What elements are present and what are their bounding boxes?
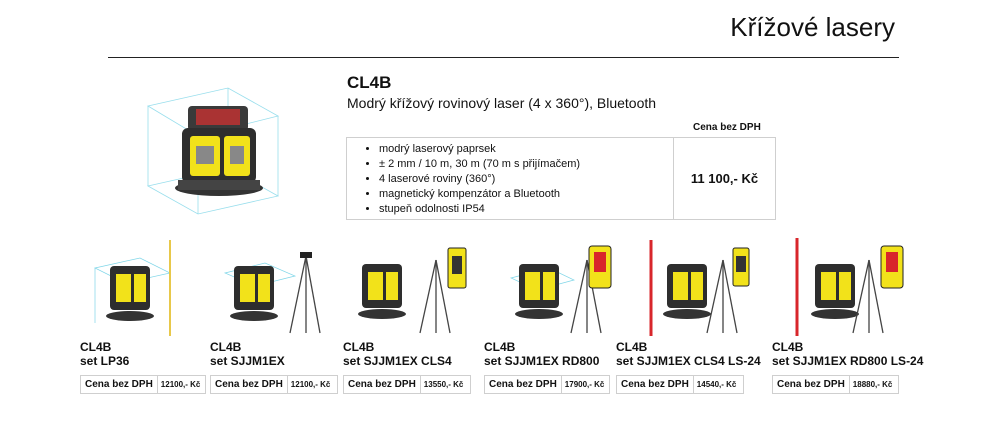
set-price-box: Cena bez DPH 14540,- Kč: [616, 375, 744, 394]
laser-set-image: [358, 247, 467, 334]
feature-item: magnetický kompenzátor a Bluetooth: [379, 187, 673, 202]
product-name: CL4B: [347, 73, 392, 92]
title-divider: [108, 57, 899, 58]
set-price-label: Cena bez DPH: [211, 376, 288, 393]
set-name: set SJJM1EX CLS4 LS-24: [616, 354, 761, 368]
page-title: Křížové lasery: [730, 12, 895, 42]
laser-set-image: [223, 252, 321, 334]
set-price-box: Cena bez DPH 12100,- Kč: [80, 375, 206, 394]
set-model: CL4B: [80, 340, 112, 354]
set-name: set SJJM1EX RD800 LS-24: [772, 354, 924, 368]
set-model: CL4B: [210, 340, 242, 354]
set-name: set LP36: [80, 354, 130, 368]
product-description: Modrý křížový rovinový laser (4 x 360°),…: [347, 95, 657, 111]
laser-set-image: [509, 245, 612, 334]
set-price-box: Cena bez DPH 18880,- Kč: [772, 375, 899, 394]
set-price-value: 12100,- Kč: [290, 380, 331, 389]
laser-set-image: [795, 238, 904, 336]
laser-product-image: [146, 87, 280, 215]
laser-set-image: [93, 240, 172, 336]
set-name: set SJJM1EX CLS4: [343, 354, 452, 368]
set-model: CL4B: [772, 340, 804, 354]
feature-item: stupeň odolnosti IP54: [379, 202, 673, 217]
feature-item: 4 laserové roviny (360°): [379, 172, 673, 187]
set-price-label: Cena bez DPH: [81, 376, 158, 393]
set-model: CL4B: [616, 340, 648, 354]
set-price-label: Cena bez DPH: [485, 376, 562, 393]
set-price-label: Cena bez DPH: [773, 376, 850, 393]
feature-list: modrý laserový paprsek ± 2 mm / 10 m, 30…: [347, 138, 674, 219]
set-price-value: 12100,- Kč: [160, 380, 201, 389]
feature-table: modrý laserový paprsek ± 2 mm / 10 m, 30…: [346, 137, 776, 220]
product-price: 11 100,- Kč: [690, 171, 759, 186]
set-model: CL4B: [484, 340, 516, 354]
laser-set-image: [649, 240, 750, 336]
price-column-header: Cena bez DPH: [693, 122, 761, 133]
set-price-box: Cena bez DPH 17900,- Kč: [484, 375, 610, 394]
set-model: CL4B: [343, 340, 375, 354]
set-price-value: 14540,- Kč: [696, 380, 737, 389]
set-price-box: Cena bez DPH 13550,- Kč: [343, 375, 471, 394]
set-price-label: Cena bez DPH: [344, 376, 421, 393]
set-price-box: Cena bez DPH 12100,- Kč: [210, 375, 338, 394]
set-price-value: 17900,- Kč: [564, 380, 605, 389]
feature-item: ± 2 mm / 10 m, 30 m (70 m s přijímačem): [379, 157, 673, 172]
set-price-value: 18880,- Kč: [852, 380, 893, 389]
set-name: set SJJM1EX: [210, 354, 285, 368]
set-name: set SJJM1EX RD800: [484, 354, 600, 368]
feature-item: modrý laserový paprsek: [379, 142, 673, 157]
set-price-value: 13550,- Kč: [423, 380, 464, 389]
set-price-label: Cena bez DPH: [617, 376, 694, 393]
